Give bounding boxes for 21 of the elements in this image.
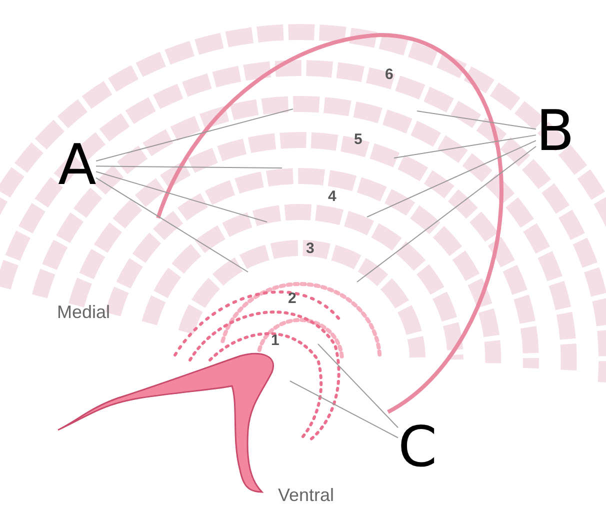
layer-number: 4 — [328, 188, 336, 205]
layer-number: 3 — [306, 240, 314, 257]
leader-line — [96, 177, 248, 272]
layer-number: 6 — [385, 66, 394, 83]
layer-number: 2 — [288, 290, 296, 307]
leader-line — [96, 108, 294, 162]
leader-line — [366, 140, 536, 218]
leader-line — [416, 110, 536, 130]
layer-number: 5 — [354, 131, 362, 148]
leader-line — [394, 134, 536, 158]
direction-label: Medial — [57, 302, 110, 323]
leader-line — [290, 380, 398, 438]
layer-number: 1 — [271, 332, 280, 349]
leader-line — [96, 166, 282, 168]
callout-letter: A — [58, 138, 96, 194]
leader-line — [356, 146, 536, 282]
leader-line — [96, 171, 268, 222]
direction-label: Ventral — [278, 485, 334, 506]
callout-letter: C — [398, 420, 438, 476]
leader-line — [318, 344, 398, 428]
callout-letter: B — [536, 104, 574, 160]
